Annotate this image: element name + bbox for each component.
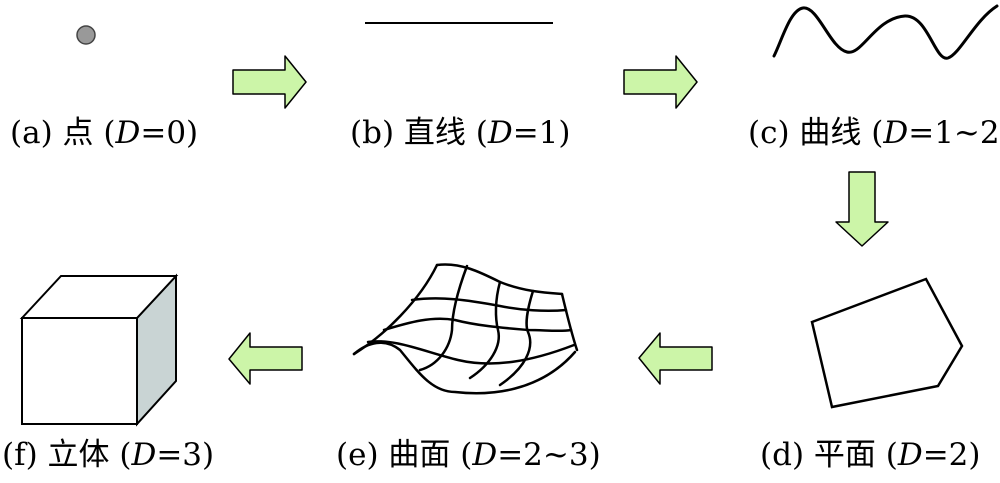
arrow-right-icon [623, 55, 698, 109]
caption-b-var: D [487, 115, 513, 151]
caption-f: (f) 立体 (D=3) [2, 440, 214, 471]
caption-a: (a) 点 (D=0) [10, 118, 198, 149]
caption-c-suffix: =1~2) [908, 115, 1000, 151]
caption-e-var: D [472, 437, 498, 473]
surface-grid-line [498, 289, 535, 387]
cube-front-face [21, 317, 138, 425]
caption-a-var: D [115, 115, 141, 151]
curve-shape [772, 4, 999, 60]
surface-near-edge [352, 341, 577, 395]
caption-b-prefix: (b) 直线 ( [350, 115, 488, 151]
caption-f-var: D [131, 437, 157, 473]
surface-grid-line [382, 317, 573, 333]
caption-d-suffix: =2) [922, 437, 981, 473]
arrow-right-icon [232, 55, 307, 109]
caption-d-prefix: (d) 平面 ( [760, 437, 898, 473]
caption-e-prefix: (e) 曲面 ( [336, 437, 473, 473]
caption-b: (b) 直线 (D=1) [350, 118, 571, 149]
caption-c: (c) 曲线 (D=1~2) [748, 118, 1000, 149]
surface-far-edge [435, 263, 564, 296]
caption-d: (d) 平面 (D=2) [760, 440, 981, 471]
curved-surface-mesh [352, 263, 579, 395]
surface-grid-line [468, 280, 502, 380]
arrow-left-icon [638, 332, 713, 385]
surface-left-edge [352, 263, 439, 356]
surface-grid-line [410, 297, 568, 313]
caption-c-var: D [883, 115, 909, 151]
caption-e: (e) 曲面 (D=2~3) [336, 440, 601, 471]
caption-f-prefix: (f) 立体 ( [2, 437, 132, 473]
caption-a-suffix: =0) [140, 115, 199, 151]
cube-shape [19, 273, 179, 427]
caption-d-var: D [897, 437, 923, 473]
arrow-down-icon [835, 171, 889, 247]
caption-c-prefix: (c) 曲线 ( [748, 115, 884, 151]
caption-e-suffix: =2~3) [497, 437, 601, 473]
surface-grid-line [366, 340, 576, 365]
point-shape [76, 25, 96, 45]
plane-polygon-shape [810, 277, 964, 409]
surface-grid-line [418, 264, 469, 372]
caption-f-suffix: =3) [156, 437, 215, 473]
caption-a-prefix: (a) 点 ( [10, 115, 116, 151]
caption-b-suffix: =1) [512, 115, 571, 151]
surface-right-edge [560, 292, 579, 352]
arrow-left-icon [228, 332, 303, 385]
